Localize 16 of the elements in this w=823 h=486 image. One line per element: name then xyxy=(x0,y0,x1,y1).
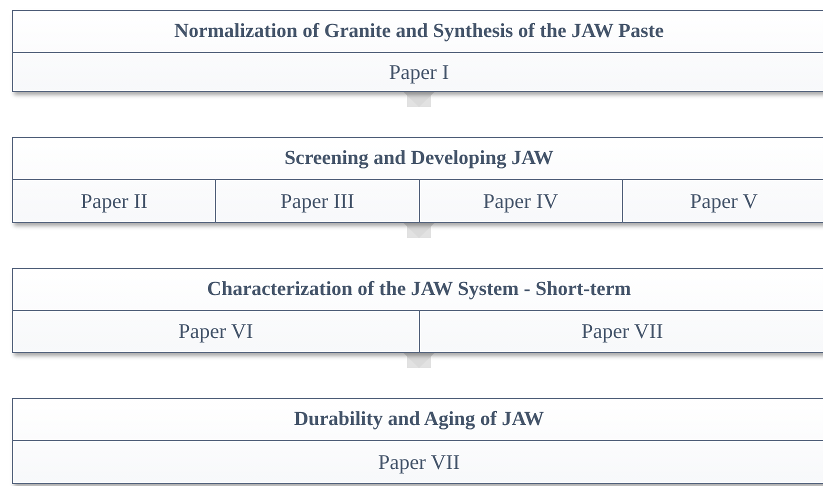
stage-heading: Normalization of Granite and Synthesis of the JAW Paste xyxy=(13,11,823,53)
paper-cell: Paper III xyxy=(215,180,418,222)
paper-cell: Paper I xyxy=(13,53,823,91)
paper-cell: Paper VII xyxy=(418,311,823,352)
paper-cell: Paper VI xyxy=(13,311,418,352)
stage-heading: Screening and Developing JAW xyxy=(13,138,823,180)
stage-panel xyxy=(12,268,823,353)
stage-heading: Characterization of the JAW System - Short-term xyxy=(13,269,823,311)
paper-cell: Paper VII xyxy=(13,441,823,483)
paper-cell: Paper IV xyxy=(418,180,622,222)
stage-heading: Durability and Aging of JAW xyxy=(13,399,823,441)
stage-panel xyxy=(12,137,823,223)
stage-panel xyxy=(12,398,823,484)
paper-cell: Paper V xyxy=(622,180,823,222)
stage-panel xyxy=(12,10,823,92)
paper-cell: Paper II xyxy=(13,180,216,222)
